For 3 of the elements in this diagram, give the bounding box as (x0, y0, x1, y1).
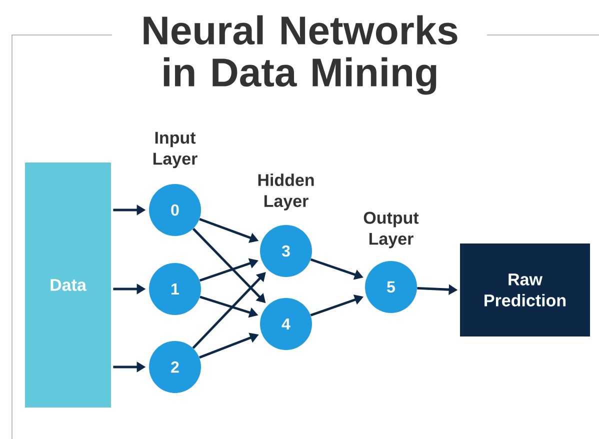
title: Neural Networks in Data Mining (144, 15, 458, 95)
data-box: Data (25, 162, 111, 408)
output-box: Raw Prediction (460, 244, 590, 336)
